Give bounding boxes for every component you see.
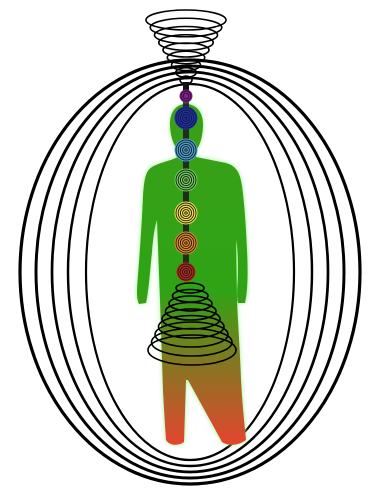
chakra-third-eye [175,107,198,130]
chakra-sacral [175,232,198,255]
chakra-throat [175,139,198,162]
chakra-crown [180,90,193,103]
chakra-solar-plexus [175,202,198,225]
chakra-root [177,263,196,282]
crown-vortex [146,10,226,96]
chakra-heart [175,169,198,192]
